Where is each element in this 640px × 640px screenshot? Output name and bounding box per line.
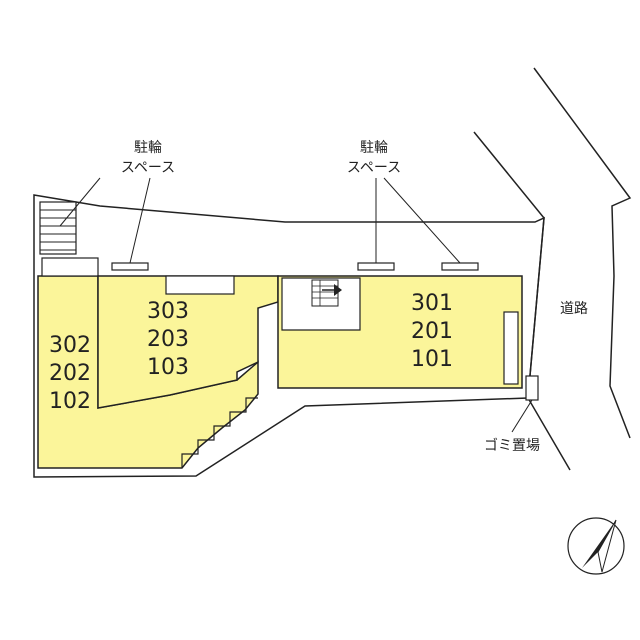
stairs-icon xyxy=(281,277,361,331)
right-block-slot xyxy=(503,311,519,385)
unit-label-303: 303 xyxy=(147,299,189,324)
unit-label-201: 201 xyxy=(411,319,453,344)
bike-pointer-1a xyxy=(59,177,101,227)
garbage-pointer xyxy=(511,399,533,433)
road-label: 道路 xyxy=(560,301,588,317)
left-block-steps xyxy=(181,397,258,468)
garbage-area xyxy=(525,375,539,401)
bike-pad-1 xyxy=(111,262,149,271)
bike-pad-3 xyxy=(441,262,479,271)
bike-label-1-line1: 駐輪 xyxy=(134,139,162,156)
middle-block-bay xyxy=(165,275,235,295)
left-block-notch xyxy=(41,257,99,277)
external-stairs-icon xyxy=(39,201,77,255)
road-edge-far xyxy=(533,67,632,439)
garbage-label: ゴミ置場 xyxy=(484,437,540,454)
entrance-arrow-icon xyxy=(322,284,342,296)
road-edge-near xyxy=(473,131,571,471)
bike-pad-2 xyxy=(357,262,395,271)
bike-pointer-1b xyxy=(129,177,151,264)
unit-label-202: 202 xyxy=(49,361,91,386)
unit-label-301: 301 xyxy=(411,291,453,316)
unit-label-103: 103 xyxy=(147,355,189,380)
bike-label-1-line2: スペース xyxy=(121,160,175,176)
north-arrow-icon xyxy=(567,517,625,575)
unit-label-101: 101 xyxy=(411,347,453,372)
bike-label-2-line1: 駐輪 xyxy=(360,139,388,156)
unit-label-102: 102 xyxy=(49,389,91,414)
bike-pointer-2b xyxy=(383,177,461,264)
unit-label-302: 302 xyxy=(49,333,91,358)
unit-label-203: 203 xyxy=(147,327,189,352)
bike-label-2-line2: スペース xyxy=(347,160,401,176)
